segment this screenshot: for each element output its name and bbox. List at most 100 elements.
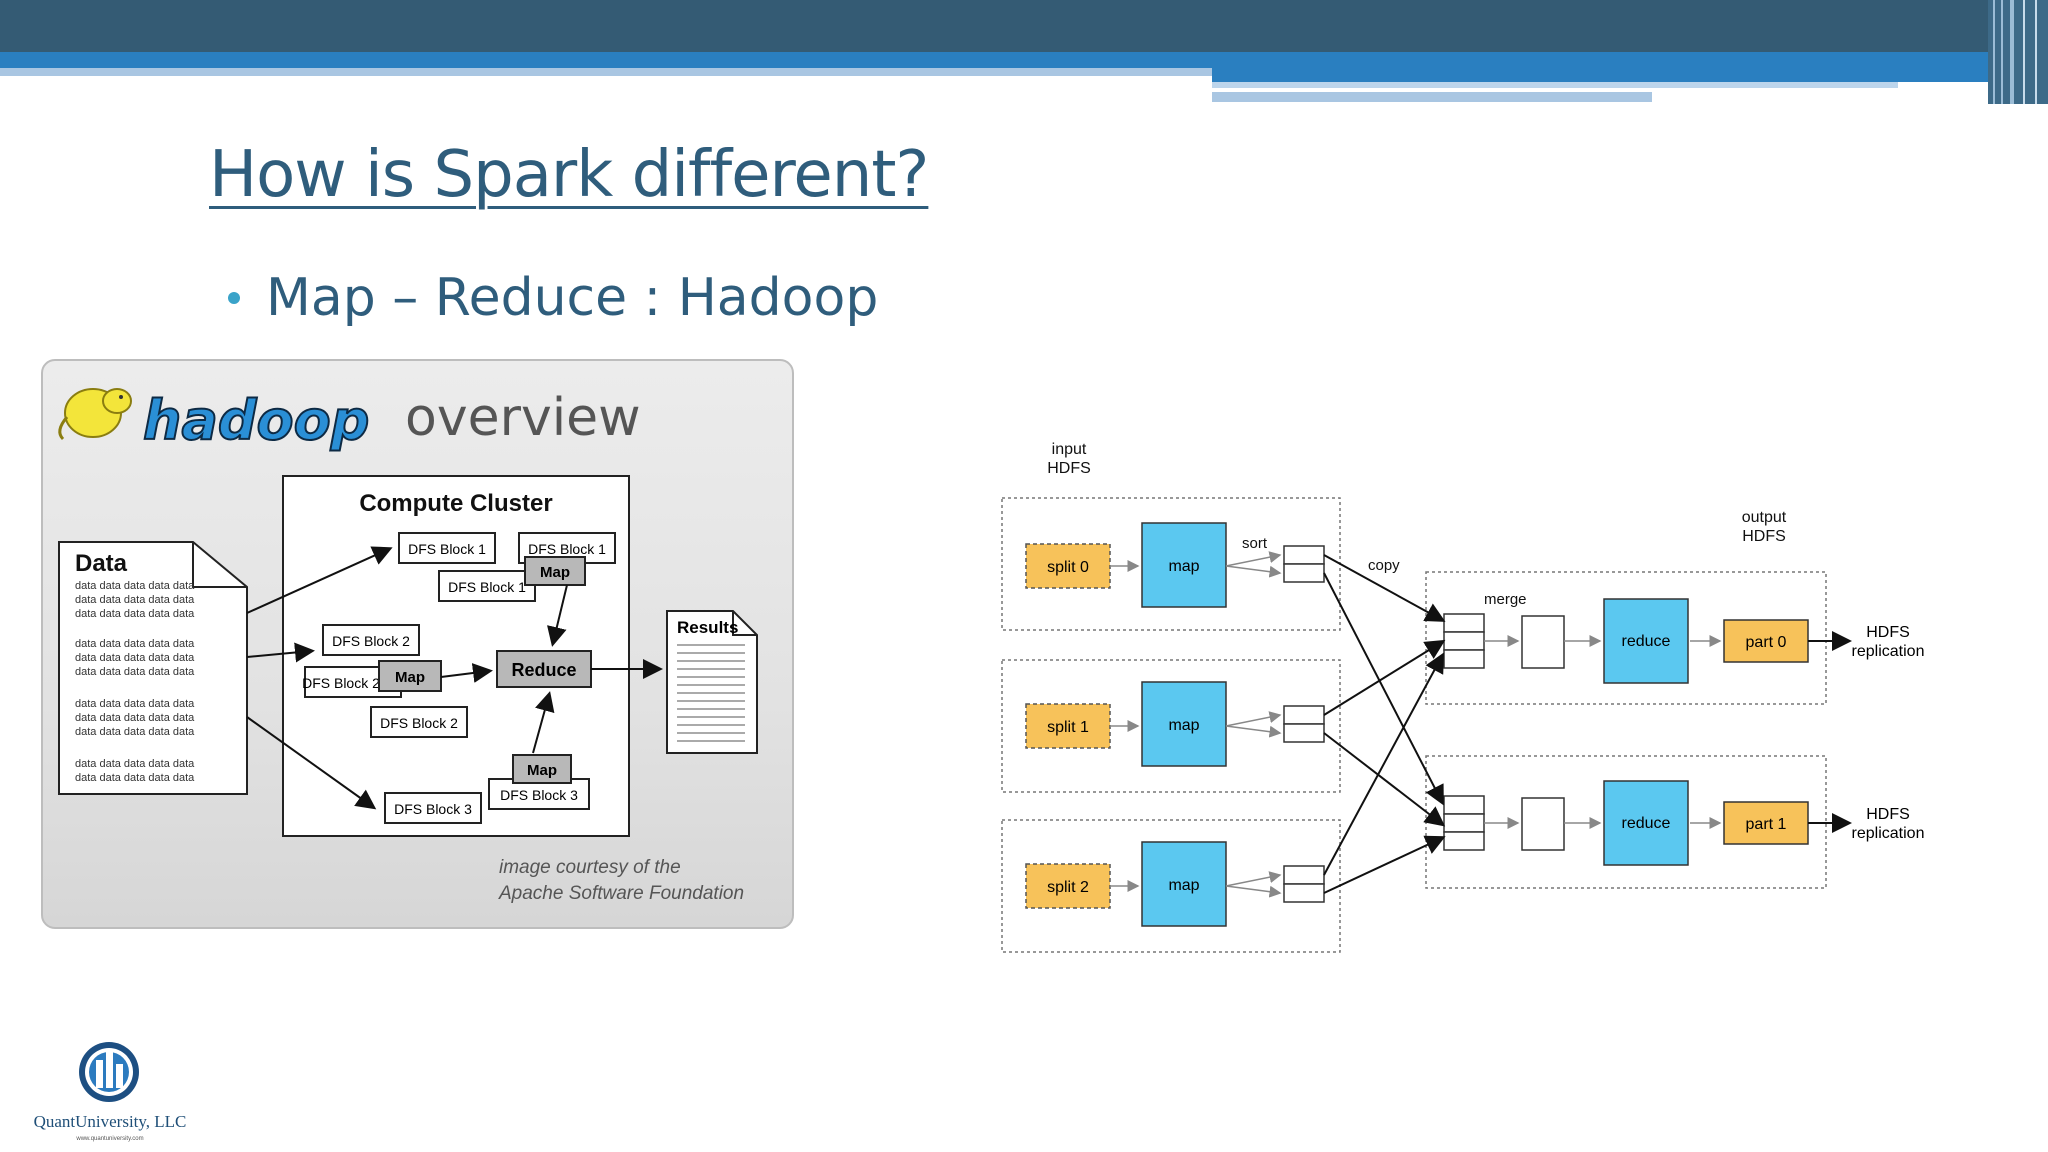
replication-label-1-line2: replication	[1852, 825, 1925, 842]
company-logo: QuantUniversity, LLC www.quantuniversity…	[20, 1036, 200, 1146]
reduce-box-0: reduce	[1603, 598, 1689, 684]
dfs-block-1c: DFS Block 1	[438, 570, 536, 602]
dfs-block-3a: DFS Block 3	[384, 792, 482, 824]
svg-text:data data data data data: data data data data data	[75, 712, 195, 724]
map-box-0: map	[1141, 522, 1227, 608]
svg-text:Reduce: Reduce	[511, 660, 576, 680]
output-hdfs-label-line2: HDFS	[1742, 528, 1786, 545]
svg-text:data data data data data: data data data data data	[75, 758, 195, 770]
svg-text:Map: Map	[540, 564, 570, 581]
svg-text:data data data data data: data data data data data	[75, 698, 195, 710]
svg-text:reduce: reduce	[1622, 815, 1671, 832]
copy-arrows	[1323, 554, 1446, 894]
svg-text:DFS Block 2: DFS Block 2	[302, 675, 380, 691]
map-box-3: Map	[512, 754, 572, 784]
company-url: www.quantuniversity.com	[76, 1136, 144, 1142]
reduce-box-1: reduce	[1603, 780, 1689, 866]
svg-text:data data data data data: data data data data data	[75, 594, 195, 606]
svg-text:split 0: split 0	[1047, 559, 1089, 576]
flow-arrows	[246, 546, 663, 810]
merge-output-0	[1521, 615, 1565, 669]
svg-text:split 2: split 2	[1047, 879, 1089, 896]
svg-text:DFS Block 1: DFS Block 1	[448, 579, 526, 595]
svg-text:part 0: part 0	[1746, 634, 1787, 651]
svg-text:data data data data data: data data data data data	[75, 608, 195, 620]
merge-label: merge	[1484, 591, 1527, 608]
input-hdfs-label-line1: input	[1052, 441, 1087, 458]
svg-text:data data data data data: data data data data data	[75, 638, 195, 650]
merge-output-1	[1521, 797, 1565, 851]
image-credit-line1: image courtesy of the	[499, 857, 681, 878]
header-accent-bar	[0, 52, 1212, 68]
map-box-2: map	[1141, 841, 1227, 927]
header-thin-bar	[0, 68, 1212, 76]
hadoop-wordmark: hadoop	[143, 389, 369, 452]
header-bar	[0, 0, 2048, 52]
header-line-right-lower	[1212, 92, 1652, 102]
dfs-block-1a: DFS Block 1	[398, 532, 496, 564]
results-document: Results	[666, 610, 758, 754]
svg-text:data data data data data: data data data data data	[75, 580, 195, 592]
svg-text:DFS Block 2: DFS Block 2	[380, 715, 458, 731]
compute-cluster-title: Compute Cluster	[359, 490, 552, 517]
image-credit-line2: Apache Software Foundation	[498, 883, 744, 904]
bullet-item: Map – Reduce : Hadoop	[228, 268, 878, 328]
mapreduce-flow-diagram: input HDFS output HDFS split 0 split 1 s…	[1001, 441, 1925, 953]
bullet-dot-icon	[228, 292, 240, 304]
slide-title: How is Spark different?	[209, 138, 929, 212]
overview-heading: overview	[405, 388, 641, 448]
reduce-node-0-frame	[1425, 571, 1827, 705]
svg-text:split 1: split 1	[1047, 719, 1089, 736]
sort-buffer-1	[1283, 705, 1325, 743]
svg-text:map: map	[1168, 717, 1199, 734]
map-box-1: Map	[524, 556, 586, 586]
sort-label: sort	[1242, 535, 1268, 552]
map-node-1-frame	[1001, 659, 1341, 793]
svg-text:DFS Block 2: DFS Block 2	[332, 633, 410, 649]
sort-buffer-0	[1283, 545, 1325, 583]
data-filler-lines: data data data data data data data data …	[75, 580, 195, 784]
data-document: Data	[58, 541, 248, 795]
bullet-text: Map – Reduce : Hadoop	[266, 268, 879, 328]
company-name: QuantUniversity, LLC	[33, 1112, 187, 1131]
svg-text:DFS Block 1: DFS Block 1	[528, 541, 606, 557]
svg-text:map: map	[1168, 877, 1199, 894]
svg-text:Map: Map	[395, 669, 425, 686]
map-box-2: Map	[378, 660, 442, 692]
replication-label-0-line2: replication	[1852, 643, 1925, 660]
output-hdfs-label-line1: output	[1742, 509, 1787, 526]
svg-text:data data data data data: data data data data data	[75, 666, 195, 678]
map-internal-arrows	[1110, 551, 1282, 898]
part-0: part 0	[1723, 619, 1809, 663]
copy-label: copy	[1368, 557, 1400, 574]
svg-text:data data data data data: data data data data data	[75, 652, 195, 664]
header-accent-bar-right	[1212, 52, 2048, 82]
elephant-logo-icon	[58, 388, 132, 441]
svg-text:DFS Block 1: DFS Block 1	[408, 541, 486, 557]
reduce-box: Reduce	[496, 650, 592, 688]
svg-text:Map: Map	[527, 762, 557, 779]
building-logo-icon	[79, 1042, 139, 1102]
split-2: split 2	[1025, 863, 1111, 909]
map-box-1: map	[1141, 681, 1227, 767]
svg-text:DFS Block 3: DFS Block 3	[500, 787, 578, 803]
part-1: part 1	[1723, 801, 1809, 845]
split-1: split 1	[1025, 703, 1111, 749]
svg-text:data data data data data: data data data data data	[75, 726, 195, 738]
reduce-internal-arrows	[1484, 635, 1722, 829]
svg-text:DFS Block 3: DFS Block 3	[394, 801, 472, 817]
input-hdfs-label-line2: HDFS	[1047, 460, 1091, 477]
sort-buffer-2	[1283, 865, 1325, 903]
dfs-block-2c: DFS Block 2	[370, 706, 468, 738]
replication-label-0-line1: HDFS	[1866, 624, 1910, 641]
replication-label-1-line1: HDFS	[1866, 806, 1910, 823]
replication-arrows	[1808, 631, 1852, 833]
svg-text:map: map	[1168, 558, 1199, 575]
merge-buffer-1	[1443, 795, 1485, 851]
svg-text:Results: Results	[677, 618, 738, 637]
header-corner-lines	[1988, 0, 2048, 104]
svg-text:reduce: reduce	[1622, 633, 1671, 650]
merge-buffer-0	[1443, 613, 1485, 669]
data-label: Data	[75, 550, 128, 577]
hadoop-overview-image: hadoop overview Compute Cluster Data dat…	[41, 359, 794, 929]
